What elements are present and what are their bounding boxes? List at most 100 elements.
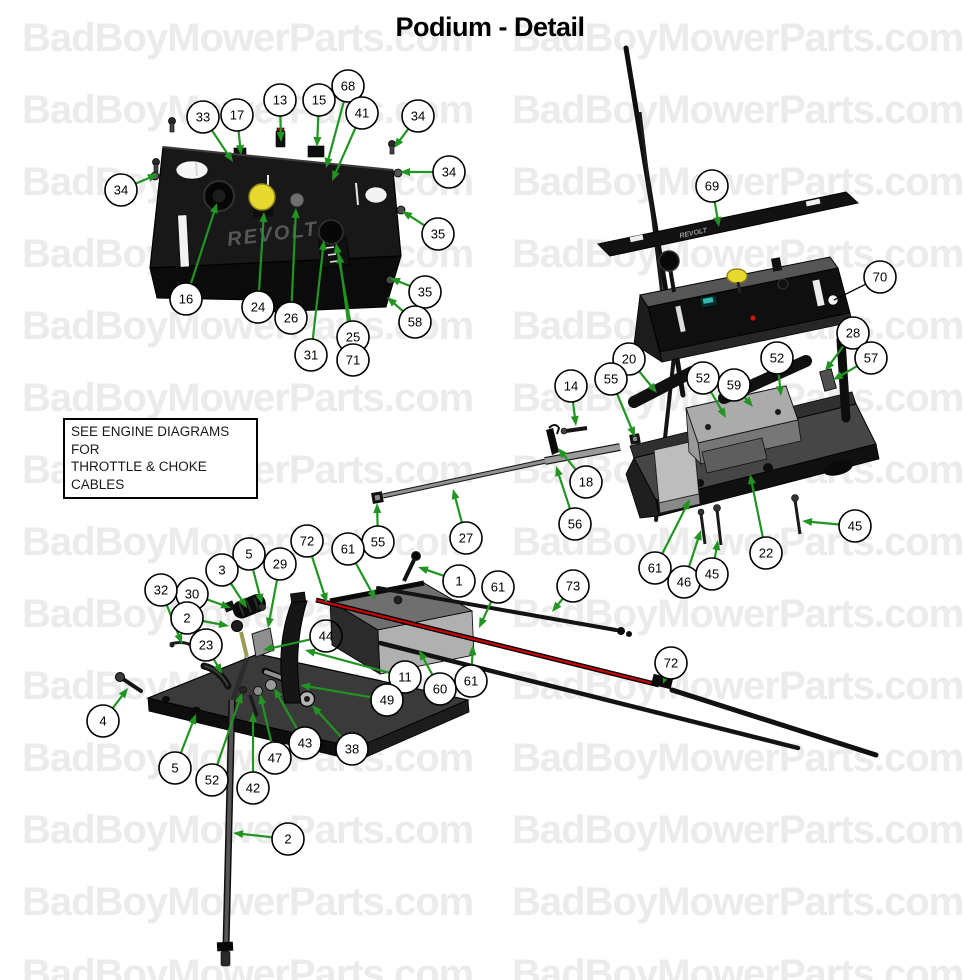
wire-clip-end	[169, 642, 175, 648]
callout-balloon: 42	[236, 771, 270, 805]
leader-line	[833, 283, 866, 301]
control-box-side	[685, 407, 702, 466]
balloon-circle	[556, 569, 590, 603]
small-knob	[777, 278, 789, 290]
callout-balloon: 71	[336, 343, 370, 377]
balloon-circle	[695, 169, 729, 203]
callout-balloon: 68	[331, 69, 365, 103]
callout-balloon: 61	[331, 532, 365, 566]
small-plug	[771, 257, 783, 272]
callout-balloon: 2	[170, 601, 204, 635]
watermark-text: BadBoyMowerParts.com	[512, 880, 963, 924]
screw-part	[152, 117, 396, 173]
callout-balloon: 4	[86, 704, 120, 738]
callout-balloon: 38	[335, 732, 369, 766]
leader-line	[189, 211, 216, 285]
balloon-number: 5	[171, 761, 178, 776]
watermark-text: BadBoyMowerParts.com	[22, 376, 473, 420]
balloon-number: 26	[284, 311, 298, 326]
note-box: SEE ENGINE DIAGRAMS FOR THROTTLE & CHOKE…	[63, 418, 258, 500]
choke-knob	[318, 219, 344, 245]
leader-line	[257, 220, 265, 292]
callout-balloon: 5	[158, 751, 192, 785]
leader-line	[481, 601, 493, 621]
leader-line	[638, 370, 653, 387]
leader-arrowhead	[825, 360, 835, 371]
balloon-number: 61	[648, 561, 662, 576]
callout-balloon: 47	[258, 741, 292, 775]
balloon-number: 22	[759, 546, 773, 561]
leader-arrowhead	[265, 617, 274, 628]
leader-arrowhead	[367, 589, 376, 600]
side-pin	[393, 168, 403, 178]
strip-plate	[596, 191, 860, 257]
callout-balloon: 58	[398, 305, 432, 339]
leader-arrowhead	[451, 489, 460, 500]
balloon-number: 35	[431, 227, 445, 242]
cable-rod-tail	[669, 687, 879, 758]
balloon-circle	[449, 521, 483, 555]
callout-balloon: 34	[104, 173, 138, 207]
clamp-bolt-head	[560, 427, 568, 435]
leader-line-layer	[111, 101, 866, 839]
callout-balloon: 5	[232, 537, 266, 571]
balloon-number: 57	[864, 351, 878, 366]
hex-bolt-shaft	[121, 677, 143, 693]
balloon-number: 68	[341, 79, 355, 94]
watermark-text: BadBoyMowerParts.com	[22, 16, 473, 60]
balloon-number: 60	[433, 682, 447, 697]
set-screw	[258, 603, 266, 611]
leader-line	[212, 658, 219, 667]
weldment-frame-edge	[329, 580, 425, 604]
balloon-circle	[654, 646, 688, 680]
balloon-number: 32	[154, 583, 168, 598]
balloon-circle	[158, 751, 192, 785]
callout-balloon: 43	[288, 726, 322, 760]
note-line-2: THROTTLE & CHOKE CABLES	[71, 459, 207, 492]
panel-edge-highlight	[162, 146, 394, 171]
leader-arrowhead	[555, 466, 563, 477]
leader-line	[206, 598, 223, 606]
balloon-number: 5	[245, 547, 252, 562]
leader-arrowhead	[717, 407, 726, 418]
balloon-circle	[274, 301, 308, 335]
panel-cutout	[364, 186, 388, 204]
leader-arrowhead	[305, 648, 316, 657]
callout-balloon: 35	[421, 217, 455, 251]
leader-line	[308, 685, 372, 699]
panel-slot	[675, 305, 686, 333]
balloon-circle	[331, 69, 365, 103]
leader-arrowhead	[236, 144, 244, 155]
rod-sleeve	[544, 444, 621, 464]
leader-arrowhead	[324, 157, 333, 168]
callout-balloon: 61	[638, 551, 672, 585]
leader-arrowhead	[249, 712, 257, 722]
leader-arrowhead	[387, 297, 398, 307]
balloon-circle	[169, 282, 203, 316]
callout-balloon: 33	[186, 100, 220, 134]
panel-tick	[355, 182, 359, 206]
leader-line	[557, 474, 572, 510]
leader-line	[327, 101, 345, 160]
balloon-circle	[144, 573, 178, 607]
balloon-circle	[388, 660, 422, 694]
lock-nut	[239, 686, 247, 694]
spring-link	[239, 631, 249, 658]
cable-clamp	[546, 428, 559, 455]
balloon-number: 45	[705, 567, 719, 582]
leader-line	[210, 129, 229, 156]
balloon-number: 56	[568, 517, 582, 532]
leader-arrowhead	[255, 593, 264, 604]
callout-balloon: 35	[408, 275, 442, 309]
balloon-number: 52	[696, 371, 710, 386]
leader-line	[713, 548, 718, 559]
balloon-number: 73	[566, 579, 580, 594]
upper-link-rod	[376, 586, 618, 632]
leader-arrowhead	[210, 203, 218, 214]
balloon-circle	[408, 275, 442, 309]
leader-line	[260, 702, 273, 743]
rod-upper-section	[230, 657, 250, 701]
watermark-text: BadBoyMowerParts.com	[512, 16, 963, 60]
